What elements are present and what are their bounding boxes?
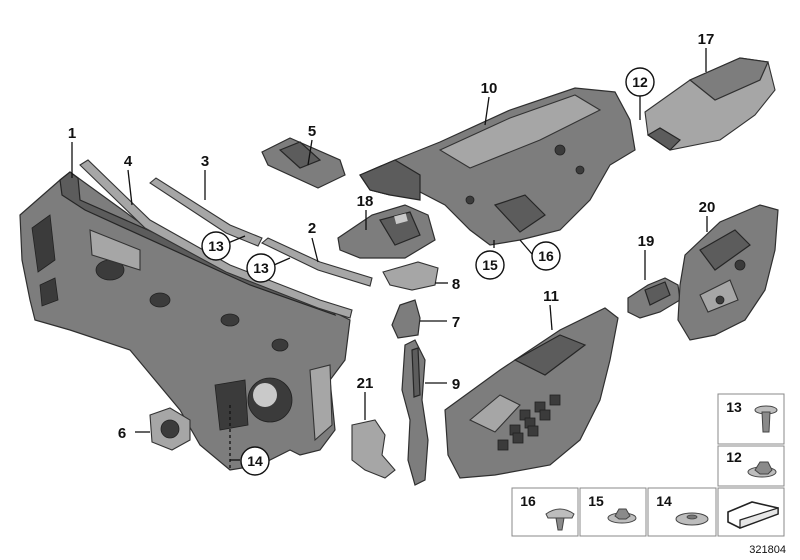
part-7-bracket (391, 299, 421, 339)
leader-lines (71, 48, 708, 470)
callout-16-circle: 16 (531, 241, 561, 271)
part-5-insulation-block (261, 137, 346, 189)
fastener-box-12: 12 (717, 445, 785, 487)
part-17-heat-shield (644, 57, 776, 151)
callout-2: 2 (308, 220, 316, 237)
washer-screw-icon (675, 512, 709, 526)
svg-text:12: 12 (726, 449, 742, 465)
callout-14-circle: 14 (240, 446, 270, 476)
callout-3: 3 (201, 153, 209, 170)
callout-10: 10 (481, 80, 498, 97)
svg-text:14: 14 (247, 453, 263, 469)
callout-6: 6 (118, 425, 126, 442)
part-19-pad (627, 277, 681, 319)
part-20-side-insulation (677, 204, 779, 341)
part-6-grommet (149, 407, 191, 451)
part-4-seal-strip (79, 159, 353, 319)
svg-text:16: 16 (538, 248, 554, 264)
document-id: 321804 (749, 544, 786, 556)
part-11-wheelhouse-insulation (444, 307, 619, 479)
callout-13a-circle: 13 (201, 231, 231, 261)
callout-8: 8 (452, 276, 460, 293)
callout-1: 1 (68, 125, 76, 142)
svg-text:14: 14 (656, 493, 672, 509)
plug-clip-icon (545, 508, 575, 531)
part-8-bracket (382, 261, 439, 291)
svg-text:13: 13 (208, 238, 224, 254)
callout-5: 5 (308, 123, 316, 140)
fastener-box-13: 13 (717, 393, 785, 445)
part-21-bracket (351, 419, 396, 479)
svg-text:15: 15 (588, 493, 604, 509)
callout-17: 17 (698, 31, 715, 48)
callout-13b-circle: 13 (246, 253, 276, 283)
callout-11: 11 (543, 288, 559, 305)
fastener-box-16: 16 (511, 487, 579, 537)
fastener-box-15: 15 (579, 487, 647, 537)
flange-nut-icon (607, 508, 637, 524)
expansion-rivet-icon (754, 405, 778, 433)
part-2-strip (260, 237, 373, 287)
svg-text:12: 12 (632, 74, 648, 90)
fastener-box-14: 14 (647, 487, 717, 537)
wedge-arrow-box (717, 487, 785, 537)
svg-text:15: 15 (482, 257, 498, 273)
svg-text:13: 13 (253, 260, 269, 276)
callout-15-circle: 15 (475, 250, 505, 280)
hex-nut-icon (747, 461, 777, 478)
callout-12-circle: 12 (625, 67, 655, 97)
callout-18: 18 (357, 193, 374, 210)
callout-7: 7 (452, 314, 460, 331)
part-10-tunnel-insulation (359, 87, 636, 246)
part-9-pillar-insulation (401, 339, 429, 486)
callout-20: 20 (699, 199, 716, 216)
callout-4: 4 (124, 153, 133, 170)
callout-9: 9 (452, 376, 460, 393)
callout-21: 21 (357, 375, 374, 392)
svg-text:16: 16 (520, 493, 536, 509)
svg-text:13: 13 (726, 399, 742, 415)
part-3-strip (149, 177, 263, 247)
callout-19: 19 (638, 233, 655, 250)
part-18-insulation-pad (337, 204, 436, 259)
wedge-icon (727, 501, 779, 529)
